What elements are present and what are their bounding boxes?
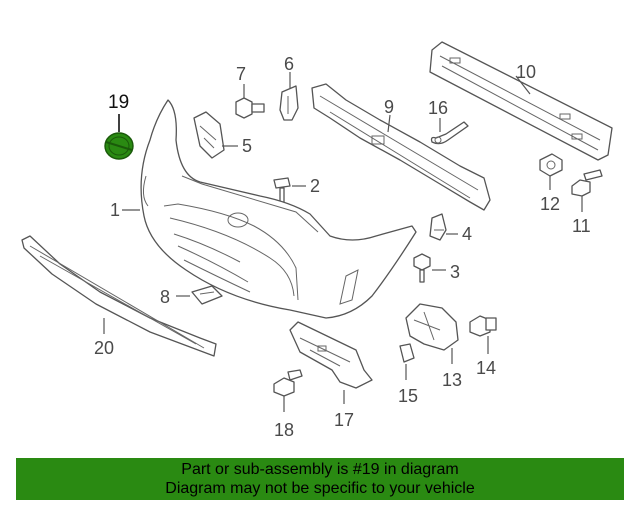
banner-line-1: Part or sub-assembly is #19 in diagram [181,461,459,478]
part-11-bolt[interactable] [571,169,603,197]
callout-18: 18 [274,420,294,440]
exploded-parts-diagram: 10 9 16 12 11 7 6 5 [21,41,613,440]
callout-12: 12 [540,194,560,214]
info-banner: Part or sub-assembly is #19 in diagram D… [16,458,624,500]
part-7-bolt[interactable] [235,97,265,119]
part-3-bolt[interactable] [413,253,431,283]
part-17-undercover[interactable] [289,321,373,389]
part-12-nut[interactable] [539,153,563,177]
part-10-reinforcement[interactable] [429,41,613,161]
part-8-bracket[interactable] [191,285,223,305]
callout-19: 19 [108,92,129,113]
part-4-push-clip[interactable] [429,213,447,241]
callout-7: 7 [236,64,246,84]
callout-14: 14 [476,358,496,378]
part-19-emblem[interactable] [104,132,134,160]
callout-8: 8 [160,287,170,307]
part-18-bolt[interactable] [273,369,303,397]
callout-5: 5 [242,136,252,156]
part-1-bumper-fascia[interactable] [140,99,417,319]
callout-10: 10 [516,62,536,82]
callout-1: 1 [110,200,120,220]
part-16-clip[interactable] [430,121,469,145]
callout-6: 6 [284,54,294,74]
part-15-clip[interactable] [399,343,415,363]
callout-3: 3 [450,262,460,282]
callout-9: 9 [384,97,394,117]
callout-20: 20 [94,338,114,358]
callout-4: 4 [462,224,472,244]
banner-line-2: Diagram may not be specific to your vehi… [165,480,475,497]
part-20-lip-spoiler[interactable] [21,235,217,357]
callout-2: 2 [310,176,320,196]
callout-11: 11 [572,216,591,236]
callout-17: 17 [334,410,354,430]
part-6-bracket[interactable] [279,85,299,121]
part-2-clip[interactable] [273,177,291,203]
part-13-bracket[interactable] [405,303,459,351]
callout-13: 13 [442,370,462,390]
part-9-absorber[interactable] [311,83,491,211]
callout-16: 16 [428,98,448,118]
part-14-bolt[interactable] [469,315,497,337]
callout-15: 15 [398,386,418,406]
part-5-bracket[interactable] [193,111,225,159]
